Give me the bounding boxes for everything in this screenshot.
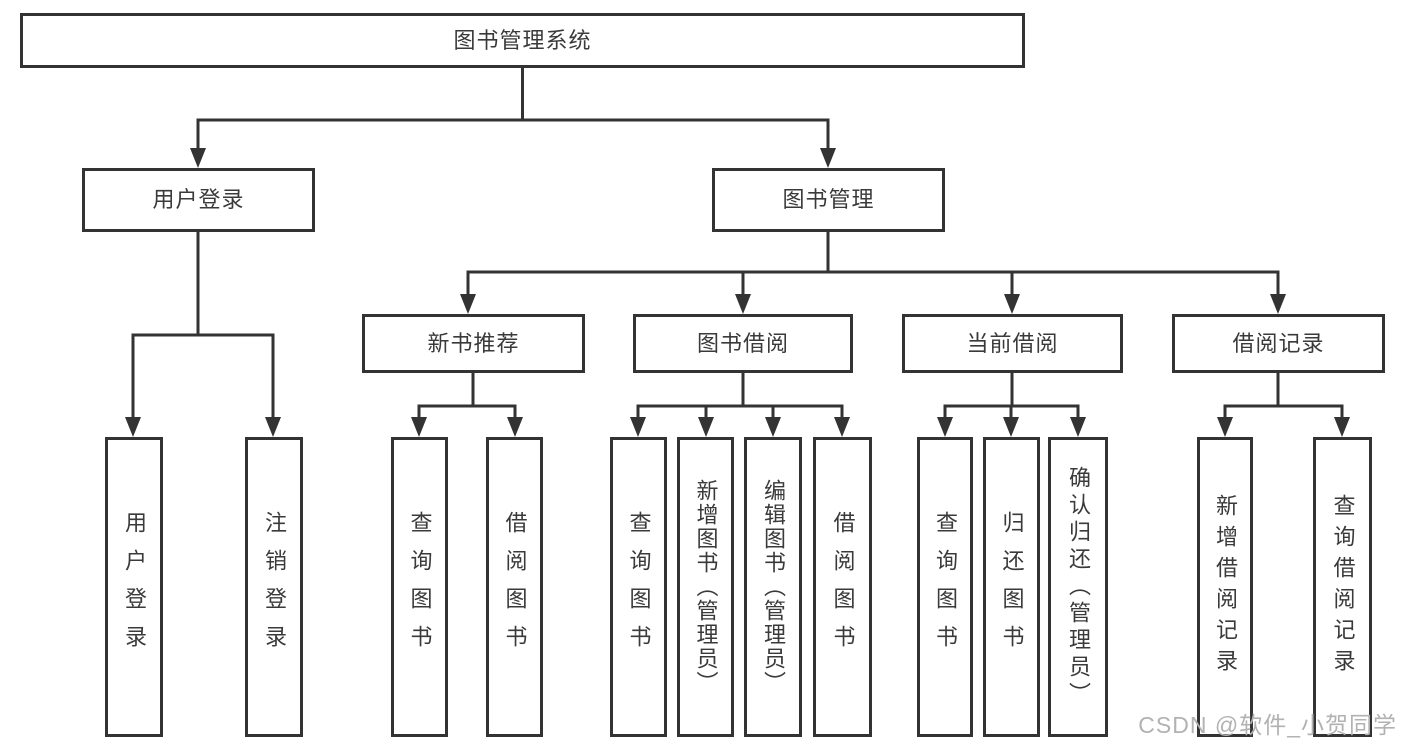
leaf-query-borrow-record: 查询借阅记录 — [1313, 437, 1372, 737]
node-library-system: 图书管理系统 — [20, 13, 1025, 68]
node-label: 确认归还（管理员） — [1066, 465, 1091, 709]
leaf-query-books-recommend: 查询图书 — [391, 437, 448, 737]
leaf-add-books-admin: 新增图书（管理员） — [677, 437, 734, 737]
connector-borrow-records — [1223, 373, 1344, 420]
connector-book-borrow — [636, 373, 844, 420]
node-label: 新增图书（管理员） — [693, 479, 719, 695]
leaf-borrow-books: 借阅图书 — [813, 437, 872, 737]
leaf-query-books-borrow: 查询图书 — [610, 437, 667, 737]
leaf-confirm-return-admin: 确认归还（管理员） — [1048, 437, 1108, 737]
leaf-user-login: 用户登录 — [105, 437, 163, 737]
leaf-edit-books-admin: 编辑图书（管理员） — [744, 437, 802, 737]
node-label: 查询图书 — [933, 511, 958, 663]
node-user-login: 用户登录 — [82, 168, 315, 232]
node-label: 编辑图书（管理员） — [761, 479, 786, 695]
arrowheads — [125, 148, 1350, 437]
connector-root — [196, 68, 830, 152]
node-label: 借阅记录 — [1232, 330, 1325, 356]
node-label: 注销登录 — [262, 511, 287, 663]
node-label: 新书推荐 — [427, 330, 520, 356]
leaf-logout: 注销登录 — [245, 437, 303, 737]
node-label: 用户登录 — [152, 187, 245, 212]
node-label: 新增借阅记录 — [1213, 494, 1238, 680]
connector-current-borrow — [943, 373, 1080, 420]
leaf-query-books-current: 查询图书 — [917, 437, 973, 737]
connector-book-management — [466, 232, 1280, 297]
node-label: 图书借阅 — [696, 330, 789, 356]
node-book-borrow: 图书借阅 — [633, 314, 853, 373]
node-current-borrow: 当前借阅 — [902, 314, 1123, 373]
node-book-management: 图书管理 — [712, 168, 945, 232]
node-label: 图书管理 — [782, 187, 875, 212]
node-label: 借阅图书 — [502, 511, 528, 663]
node-label: 查询图书 — [407, 511, 433, 663]
node-label: 图书管理系统 — [453, 27, 592, 53]
connector-user-login — [131, 232, 275, 420]
node-label: 归还图书 — [999, 511, 1025, 663]
node-label: 查询图书 — [626, 511, 652, 663]
node-label: 用户登录 — [122, 511, 147, 663]
node-label: 当前借阅 — [966, 330, 1059, 356]
node-new-book-recommend: 新书推荐 — [362, 314, 585, 373]
node-label: 查询借阅记录 — [1330, 494, 1356, 680]
leaf-borrow-books-recommend: 借阅图书 — [486, 437, 543, 737]
node-label: 借阅图书 — [830, 511, 856, 663]
leaf-add-borrow-record: 新增借阅记录 — [1197, 437, 1253, 737]
leaf-return-books: 归还图书 — [983, 437, 1040, 737]
node-borrow-records: 借阅记录 — [1172, 314, 1385, 373]
connector-new-book-recommend — [417, 373, 517, 420]
